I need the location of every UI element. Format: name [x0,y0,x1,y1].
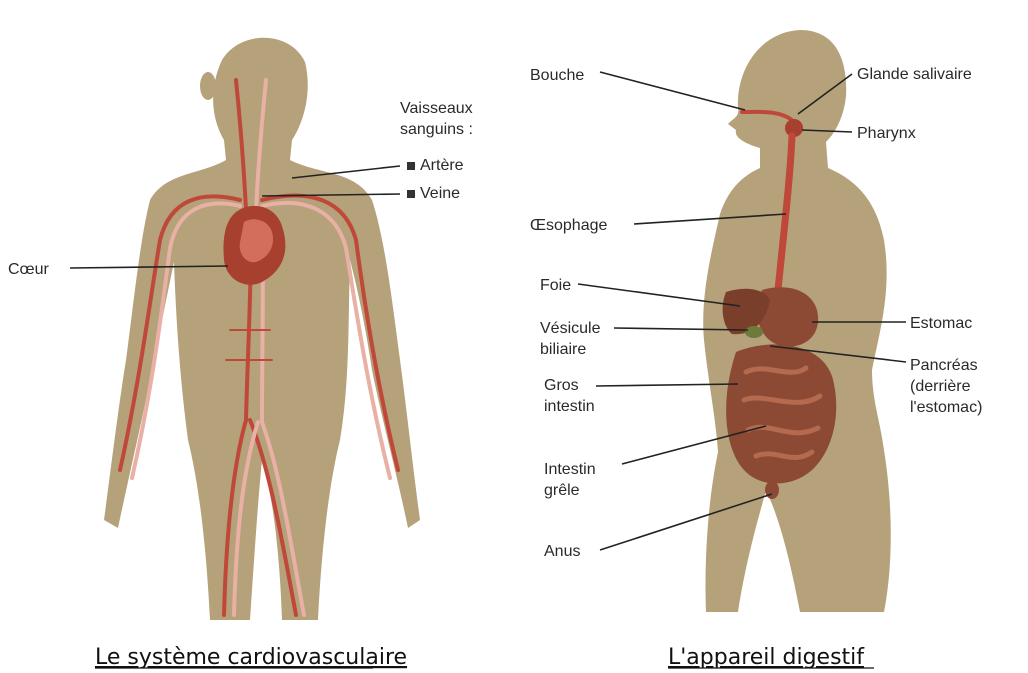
vesicule-label-line1: Vésicule [540,320,601,337]
bouche-leader [600,72,745,110]
artery-legend-marker [407,162,415,170]
pancreas-label-line2: (derrière [910,378,971,395]
pancreas-label-line3: l'estomac) [910,399,982,416]
bouche-label: Bouche [530,67,584,84]
legend-title-line2: sanguins : [400,121,473,138]
cardiovascular-caption: Le système cardiovasculaire [95,645,407,670]
artery-label: Artère [420,157,464,174]
vein-label: Veine [420,185,460,202]
cardiovascular-figure: Vaisseaux sanguins : Artère Veine Cœur L… [8,38,473,670]
vein-legend-marker [407,190,415,198]
intestin-grele-label-line2: grêle [544,482,580,499]
gros-intestin-label-line2: intestin [544,398,595,415]
digestive-figure: Bouche Glande salivaire Pharynx Œsophage… [530,30,982,670]
estomac-label: Estomac [910,315,972,332]
pancreas-label-line1: Pancréas [910,357,978,374]
gros-intestin-label-line1: Gros [544,377,579,394]
vesicule-label-line2: biliaire [540,341,586,358]
intestin-grele-label-line1: Intestin [544,461,596,478]
heart-label: Cœur [8,261,50,278]
foie-label: Foie [540,277,571,294]
legend-title-line1: Vaisseaux [400,100,473,117]
digestive-caption: L'appareil digestif [668,645,865,670]
pharynx-label: Pharynx [857,125,916,142]
gallbladder [745,326,763,338]
glande-salivaire-label: Glande salivaire [857,66,972,83]
oesophage-label: Œsophage [530,217,607,234]
anus-label: Anus [544,543,580,560]
